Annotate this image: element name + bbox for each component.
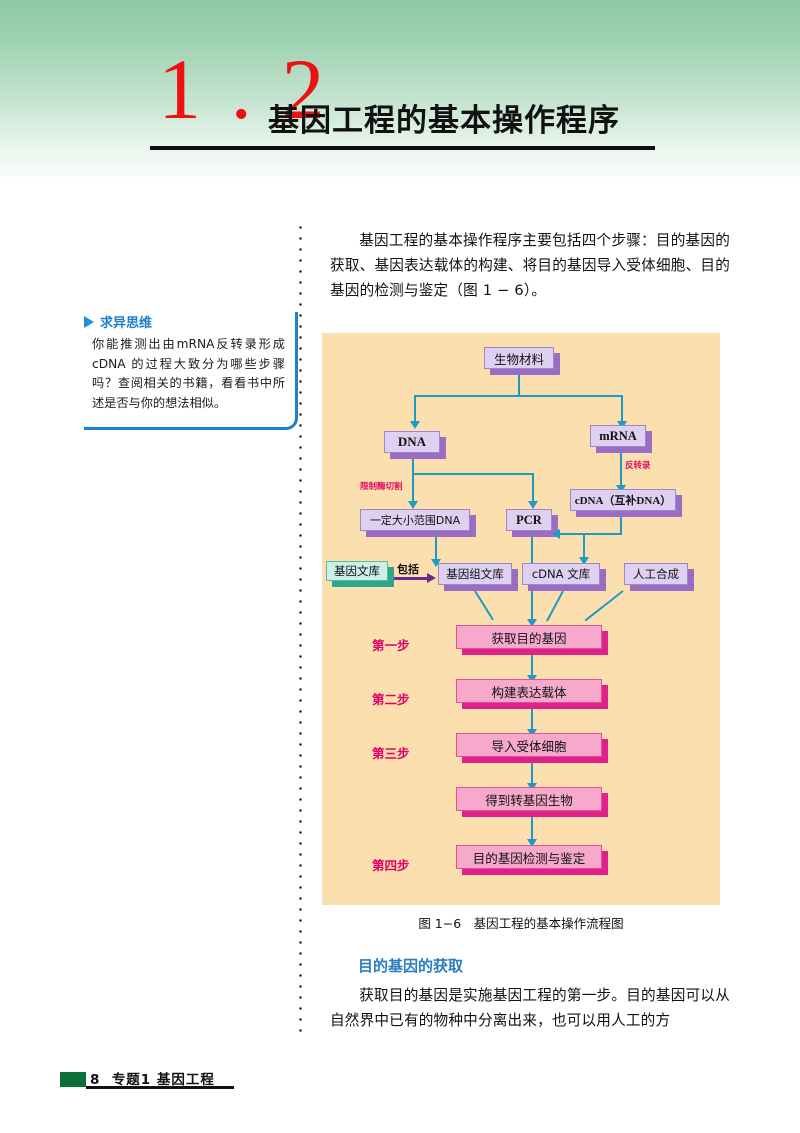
footer-rule — [86, 1086, 234, 1089]
node-step4: 目的基因检测与鉴定 — [456, 845, 608, 875]
node-cdna: cDNA（互补DNA） — [570, 489, 682, 517]
page-title: 1 . 2 基因工程的基本操作程序 — [150, 46, 770, 162]
edge-step2-step3 — [531, 709, 533, 735]
section-number: 1 . 2 — [158, 41, 329, 137]
edge-cdna-down — [620, 517, 622, 535]
arrow-result-step4 — [527, 839, 537, 847]
node-synthesis-label: 人工合成 — [624, 563, 688, 585]
header-gradient-band — [0, 0, 800, 185]
node-cdna-library: cDNA 文库 — [522, 563, 606, 591]
arrow-includes — [427, 573, 436, 583]
arrow-cdna-library — [579, 557, 589, 565]
footer-page-number: 8 — [90, 1072, 101, 1088]
intro-paragraph: 基因工程的基本操作程序主要包括四个步骤：目的基因的获取、基因表达载体的构建、将目… — [330, 232, 730, 299]
section-title: 基因工程的基本操作程序 — [268, 103, 620, 139]
arrow-dna-pcr — [528, 501, 538, 509]
node-step3-label: 导入受体细胞 — [456, 733, 602, 757]
title-underline — [150, 146, 655, 150]
figure-caption: 图 1−6 基因工程的基本操作流程图 — [418, 916, 624, 931]
node-mrna-label: mRNA — [590, 425, 646, 447]
edge-step1-step2 — [531, 655, 533, 681]
arrow-cdna-pcr — [552, 529, 560, 539]
node-dna: DNA — [384, 431, 446, 459]
edge-cdna-pcr — [560, 533, 622, 535]
node-sized-dna-label: 一定大小范围DNA — [360, 509, 470, 531]
node-cdna-library-label: cDNA 文库 — [522, 563, 600, 585]
section-paragraph: 获取目的基因是实施基因工程的第一步。目的基因可以从自然界中已有的物种中分离出来，… — [330, 987, 730, 1029]
edge-source-split — [414, 395, 622, 397]
figure-panel: 生物材料 DNA mRNA 反转录 cDNA（互补DNA） — [322, 333, 720, 905]
edge-dna-split — [412, 473, 534, 475]
label-reverse-transcription: 反转录 — [625, 461, 651, 471]
edge-includes — [394, 577, 428, 580]
node-step2-label: 构建表达载体 — [456, 679, 602, 703]
side-note-box: 求异思维 你能推测出由mRNA反转录形成cDNA 的过程大致分为哪些步骤吗？查阅… — [84, 312, 298, 430]
edge-pcr-step1 — [531, 591, 533, 623]
margin-dotted-rail — [299, 222, 302, 1037]
node-cdna-label: cDNA（互补DNA） — [570, 489, 676, 511]
node-dna-label: DNA — [384, 431, 440, 453]
edge-result-step4 — [531, 817, 533, 845]
arrow-sized-genomic — [431, 559, 441, 567]
node-step3: 导入受体细胞 — [456, 733, 608, 763]
node-step4-label: 目的基因检测与鉴定 — [456, 845, 602, 869]
edge-cdna-library — [583, 533, 585, 561]
edge-to-mrna — [621, 395, 623, 423]
section-heading: 目的基因的获取 — [358, 957, 464, 975]
edge-pcr-down — [531, 537, 533, 567]
arrow-into-step1 — [527, 619, 537, 627]
edge-dna-sized — [412, 473, 414, 505]
step-label-2: 第二步 — [372, 692, 410, 707]
node-step2: 构建表达载体 — [456, 679, 608, 709]
node-gene-library: 基因文库 — [326, 561, 394, 587]
node-gene-library-label: 基因文库 — [326, 561, 388, 581]
edge-dna-down — [412, 459, 414, 473]
node-genomic-library: 基因组文库 — [438, 563, 518, 591]
step-label-3: 第三步 — [372, 746, 410, 761]
step-label-4: 第四步 — [372, 858, 410, 873]
node-step1-label: 获取目的基因 — [456, 625, 602, 649]
arrow-dna-sized — [408, 501, 418, 509]
footer-color-block — [60, 1072, 86, 1087]
node-synthesis: 人工合成 — [624, 563, 694, 591]
footer-topic: 专题1 基因工程 — [111, 1072, 215, 1088]
arrow-to-dna — [410, 421, 420, 429]
node-sized-dna: 一定大小范围DNA — [360, 509, 476, 537]
triangle-right-icon — [84, 315, 94, 328]
node-result: 得到转基因生物 — [456, 787, 608, 817]
node-result-label: 得到转基因生物 — [456, 787, 602, 811]
side-note-body: 你能推测出由mRNA反转录形成cDNA 的过程大致分为哪些步骤吗？查阅相关的书籍… — [92, 337, 285, 410]
edge-step3-result — [531, 763, 533, 789]
step-label-1: 第一步 — [372, 638, 410, 653]
node-mrna: mRNA — [590, 425, 652, 453]
footer-label: 8 专题1 基因工程 — [90, 1068, 215, 1088]
edge-synth-step1 — [584, 590, 624, 622]
label-includes: 包括 — [397, 563, 419, 576]
node-step1: 获取目的基因 — [456, 625, 608, 655]
edge-source-down — [518, 375, 520, 395]
edge-to-dna — [414, 395, 416, 423]
node-pcr: PCR — [506, 509, 558, 537]
node-genomic-library-label: 基因组文库 — [438, 563, 512, 585]
node-pcr-label: PCR — [506, 509, 552, 531]
edge-genomic-step1 — [474, 590, 494, 621]
edge-dna-pcr — [532, 473, 534, 505]
side-note-header: 求异思维 — [84, 312, 285, 331]
side-note-title: 求异思维 — [100, 316, 153, 331]
node-source-label: 生物材料 — [484, 347, 554, 369]
edge-mrna-cdna — [620, 453, 622, 489]
edge-sized-genomic — [435, 537, 437, 563]
edge-cdnalib-step1 — [546, 590, 564, 622]
node-source: 生物材料 — [484, 347, 560, 375]
label-restriction-enzyme: 限制酶切割 — [360, 482, 403, 492]
